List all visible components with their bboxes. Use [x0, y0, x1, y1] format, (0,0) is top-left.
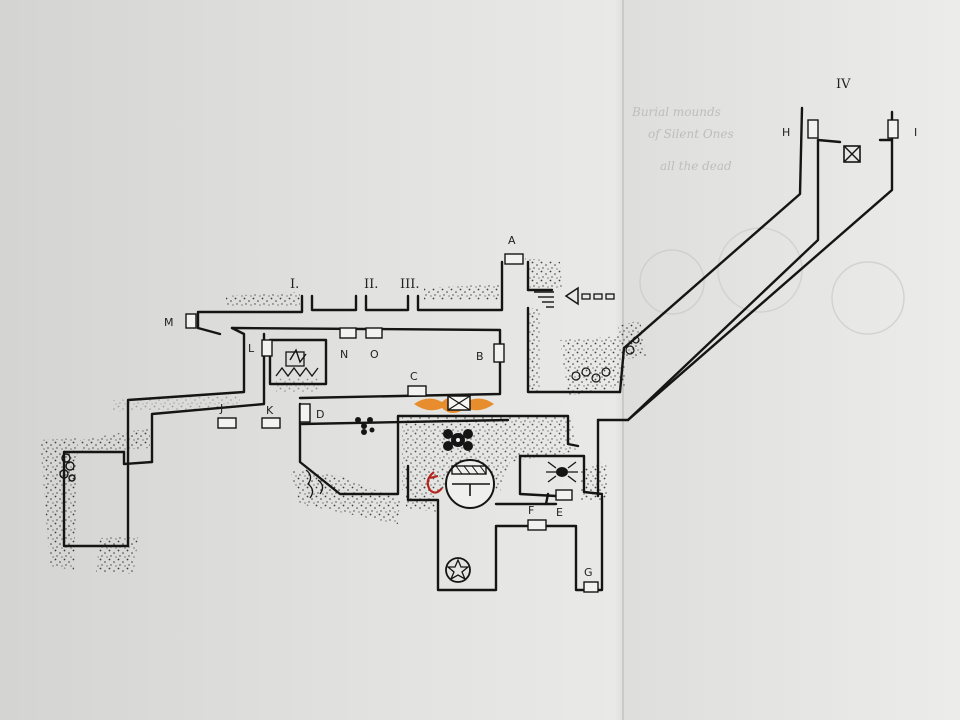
hatch-chest-icon	[275, 348, 319, 378]
claw-rune-icon	[426, 471, 443, 494]
faint-line-2: of Silent Ones	[648, 127, 734, 141]
rubble-icon	[355, 417, 375, 435]
label-l: L	[248, 342, 255, 355]
direction-arrow-icon	[564, 286, 615, 306]
label-m: M	[164, 316, 174, 329]
door-d[interactable]	[299, 403, 311, 423]
spider-icon	[546, 461, 578, 483]
crossed-box-icon	[843, 145, 861, 163]
area-labels: I. II. III. IV	[290, 77, 851, 292]
door-g[interactable]	[583, 581, 599, 593]
altar-circle-icon	[445, 459, 495, 509]
door-h[interactable]	[807, 119, 819, 139]
door-k[interactable]	[261, 417, 281, 429]
label-n: N	[340, 348, 348, 361]
foliage-icon	[571, 336, 640, 383]
door-m[interactable]	[185, 313, 197, 329]
door-f[interactable]	[527, 519, 547, 531]
faint-line-1: Burial mounds	[631, 105, 721, 119]
label-b: B	[476, 350, 484, 363]
door-b[interactable]	[493, 343, 505, 363]
door-labels: A B C D E F G H I J K L M N O	[164, 126, 917, 579]
area-iv-label: IV	[836, 77, 851, 92]
label-k: K	[266, 404, 274, 417]
area-iii-label: III.	[400, 277, 420, 292]
label-f: F	[528, 504, 534, 517]
stipple-shading	[40, 258, 646, 574]
bone-pile-icon	[59, 453, 76, 482]
stairs-icon	[534, 291, 554, 308]
fire-trap-icon	[414, 395, 494, 413]
door-l[interactable]	[261, 339, 273, 357]
door-i[interactable]	[887, 119, 899, 139]
door-a[interactable]	[504, 253, 524, 265]
label-j: J	[219, 402, 223, 415]
area-ii-label: II.	[364, 277, 378, 292]
label-o: O	[370, 348, 379, 361]
door-j[interactable]	[217, 417, 237, 429]
door-e[interactable]	[555, 489, 573, 501]
flower-sigil-icon	[443, 429, 473, 451]
door-n[interactable]	[339, 327, 357, 339]
wall-lines	[62, 106, 894, 592]
label-a: A	[508, 234, 516, 247]
label-e: E	[556, 506, 563, 519]
area-i-label: I.	[290, 277, 299, 292]
label-d: D	[316, 408, 324, 421]
faint-line-3: all the dead	[660, 159, 732, 173]
label-i: I	[914, 126, 917, 139]
star-seal-icon	[445, 557, 471, 583]
door-c[interactable]	[407, 385, 427, 397]
doors	[185, 119, 899, 593]
label-c: C	[410, 370, 418, 383]
faint-note: Burial mounds of Silent Ones all the dea…	[631, 105, 905, 335]
label-h: H	[782, 126, 790, 139]
tentacle-marks-icon	[305, 469, 324, 499]
label-g: G	[584, 566, 593, 579]
door-o[interactable]	[365, 327, 383, 339]
